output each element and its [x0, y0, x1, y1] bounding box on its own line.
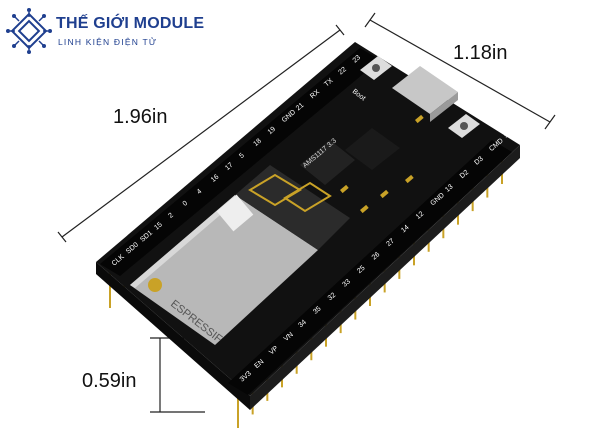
pin-label: 18 [252, 138, 263, 148]
top-header-strip [100, 48, 380, 276]
pin-label: 19 [267, 126, 278, 136]
pin-label: TX [323, 77, 335, 88]
brand-name: THẾ GIỚI MODULE [56, 15, 205, 32]
width-dimension: 1.18in [453, 42, 508, 64]
pin-label: VP [268, 345, 280, 357]
smd-components [339, 114, 424, 214]
esp32-antenna [235, 165, 350, 250]
esp32-module [130, 195, 318, 345]
pin-label: 16 [210, 173, 221, 183]
pin-label: 15 [153, 221, 164, 231]
pin-label: EN [253, 358, 265, 370]
pin-label: 23 [352, 54, 363, 64]
micro-usb-port [392, 66, 458, 114]
pin-label: 32 [327, 292, 338, 302]
pin-label: 5 [238, 152, 246, 160]
boot-button [360, 56, 392, 80]
pin-label: 14 [400, 224, 411, 234]
pin-label: 2 [167, 212, 175, 220]
pin-label: D3 [473, 155, 484, 166]
height-dimension: 0.59in [82, 370, 137, 392]
pin-label: 4 [196, 188, 204, 196]
pin-label: 27 [385, 238, 396, 248]
pin-label: 35 [312, 305, 323, 315]
brand-mark-icon [6, 8, 52, 54]
pin-label: VN [283, 331, 295, 343]
pin-label: D2 [459, 169, 470, 180]
usb-uart-chip [345, 128, 400, 170]
pin-label: 17 [224, 162, 235, 172]
pin-label: 13 [444, 183, 455, 193]
pin-label: 0 [182, 200, 190, 208]
pin-label: 21 [295, 102, 306, 112]
pin-label: 12 [415, 210, 426, 220]
bottom-header-strip [228, 140, 512, 395]
voltage-regulator [300, 140, 355, 185]
pin-label: 25 [356, 265, 367, 275]
pin-label: 22 [337, 66, 348, 76]
brand-tagline: LINH KIỆN ĐIỆN TỬ [58, 37, 158, 47]
pin-label: RX [309, 88, 321, 100]
pin-label: 34 [297, 319, 308, 329]
pin-label: 33 [341, 278, 352, 288]
pin-label: GND [366, 37, 382, 52]
pin-label: 5V [503, 128, 514, 139]
brand-logo: THẾ GIỚI MODULE LINH KIỆN ĐIỆN TỬ [6, 6, 236, 58]
pin-label: 26 [371, 251, 382, 261]
en-button [448, 114, 480, 138]
length-dimension: 1.96in [113, 106, 168, 128]
